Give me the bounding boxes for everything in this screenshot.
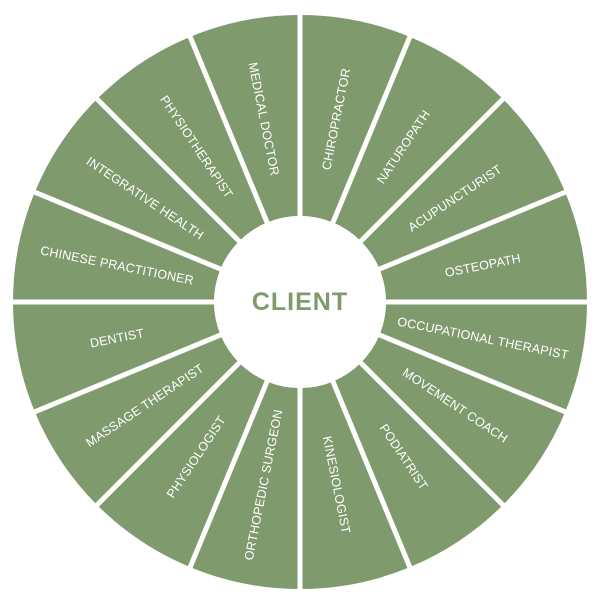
segment-divider — [329, 34, 413, 226]
segment-divider — [32, 189, 224, 273]
segment-divider — [187, 34, 271, 226]
segment-divider — [376, 189, 568, 273]
segment-occupational-therapist — [379, 302, 587, 412]
dividers — [11, 13, 589, 591]
segment-massage-therapist — [34, 334, 240, 505]
segment-divider — [357, 95, 507, 245]
center-label: CLIENT — [252, 288, 348, 316]
segment-divider — [32, 331, 224, 415]
segment-movement-coach — [360, 334, 566, 505]
segment-divider — [187, 378, 271, 570]
segments — [13, 15, 587, 589]
segment-acupuncturist — [360, 99, 566, 270]
segment-physiologist — [97, 362, 268, 568]
segment-divider — [376, 331, 568, 415]
segment-podiatrist — [332, 362, 503, 568]
segment-medical-doctor — [190, 15, 300, 223]
segment-osteopath — [379, 192, 587, 302]
segment-chiropractor — [300, 15, 410, 223]
segment-orthopedic-surgeon — [190, 381, 300, 589]
segment-integrative-health — [34, 99, 240, 270]
segment-dentist — [13, 302, 221, 412]
segment-chinese-practitioner — [13, 192, 221, 302]
segment-divider — [357, 359, 507, 509]
segment-divider — [93, 95, 243, 245]
segment-physiotherapist — [97, 36, 268, 242]
center-circle — [214, 216, 386, 388]
segment-divider — [329, 378, 413, 570]
segment-kinesiologist — [300, 381, 410, 589]
segment-divider — [93, 359, 243, 509]
segment-naturopath — [332, 36, 503, 242]
